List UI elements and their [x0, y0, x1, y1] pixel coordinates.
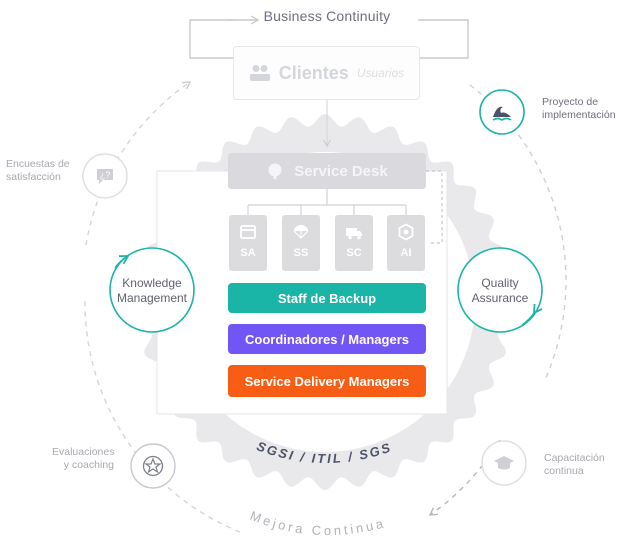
- svg-text:¿?: ¿?: [100, 170, 111, 180]
- ring-bottom-right: [428, 439, 501, 516]
- quality-circle: [457, 247, 543, 333]
- module-label: SA: [240, 247, 256, 259]
- module-sa: SA: [229, 215, 267, 271]
- users-icon: [249, 65, 270, 81]
- training-label: Capacitación continua: [544, 452, 605, 477]
- browser-icon: [240, 225, 256, 239]
- project-label: Proyecto de implementación: [542, 96, 616, 121]
- service-desk-box: Service Desk: [228, 153, 426, 189]
- headset-icon: [268, 163, 282, 179]
- business-continuity-title: Business Continuity: [263, 8, 391, 24]
- delivery-managers-bar: Service Delivery Managers: [228, 365, 426, 397]
- module-ai: AI: [387, 215, 425, 271]
- evaluation-label: Evaluaciones y coaching: [52, 446, 115, 471]
- ring-top-left: [85, 81, 192, 246]
- module-sc: SC: [335, 215, 373, 271]
- hexagon-icon: [398, 223, 414, 241]
- ring-bottom-left: [84, 299, 241, 533]
- desk-loop-connector: [426, 170, 443, 244]
- parachute-icon: [293, 225, 309, 239]
- wave-icon: [492, 106, 512, 121]
- module-ss: SS: [282, 215, 320, 271]
- star-badge-icon: [142, 455, 164, 477]
- project-circle: [479, 89, 525, 135]
- coordinators-bar: Coordinadores / Managers: [228, 324, 426, 354]
- desk-tree-connector: [247, 189, 407, 215]
- clientes-box: Clientes Usuarios: [233, 46, 420, 100]
- ring-top-right: [469, 84, 567, 381]
- staff-backup-bar: Staff de Backup: [228, 283, 426, 313]
- service-desk-title: Service Desk: [294, 162, 388, 180]
- evaluation-circle: [130, 443, 176, 489]
- survey-label: Encuestas de satisfacción: [6, 158, 70, 183]
- module-label: SC: [346, 247, 362, 259]
- ambulance-icon: [346, 228, 362, 240]
- knowledge-circle: [109, 247, 195, 333]
- module-label: SS: [293, 247, 309, 259]
- knowledge-management-label: Knowledge Management: [116, 276, 188, 305]
- clientes-subtitle: Usuarios: [356, 66, 405, 80]
- question-bubble-icon: ¿?: [97, 169, 113, 184]
- module-label: AI: [400, 247, 412, 259]
- continuity-loop-right: [418, 19, 469, 59]
- continuity-loop-left: [189, 19, 233, 59]
- footer-arc-label: Mejora Continua: [248, 508, 387, 538]
- graduation-cap-icon: [494, 456, 514, 470]
- clientes-title: Clientes: [278, 62, 349, 83]
- quality-assurance-label: Quality Assurance: [471, 276, 529, 305]
